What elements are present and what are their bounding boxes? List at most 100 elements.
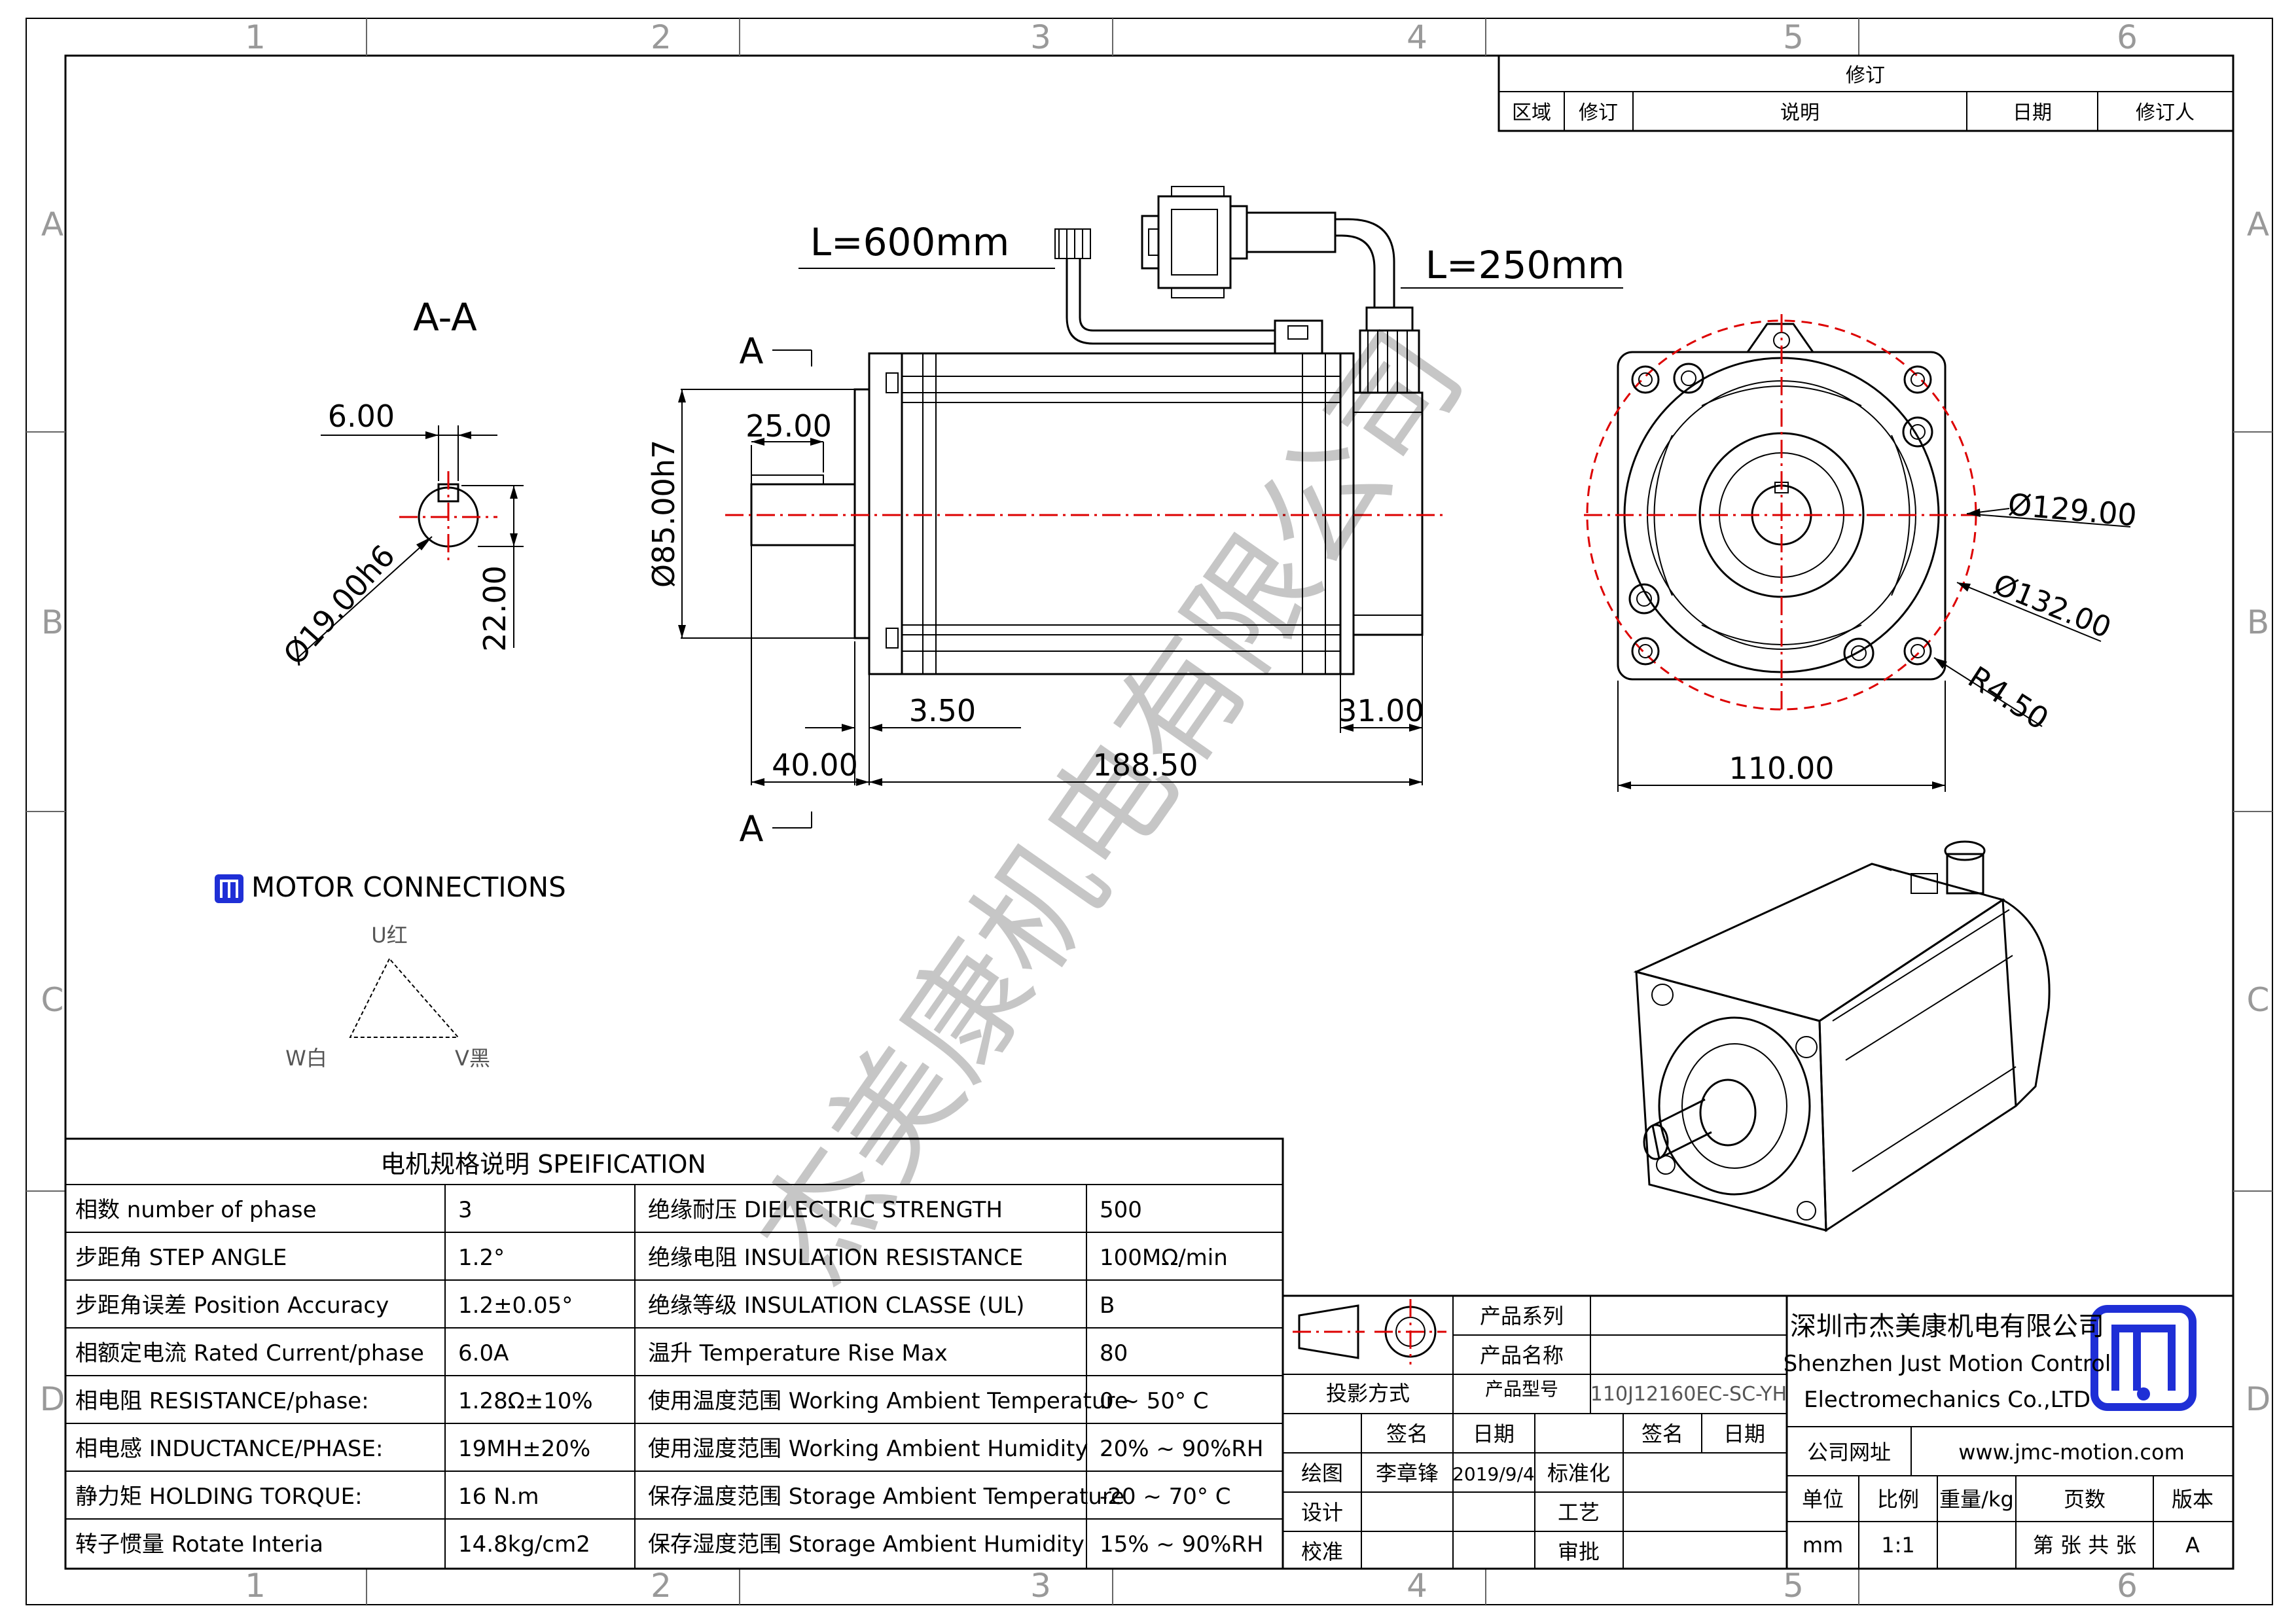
spec-value: 100MΩ/min <box>1100 1245 1228 1271</box>
revision-header: 日期 <box>2013 101 2052 124</box>
phase-w-label: W白 <box>285 1046 327 1071</box>
col-label: 6 <box>2117 1567 2138 1605</box>
spec-label: 保存湿度范围 Storage Ambient Humidity <box>648 1531 1085 1558</box>
grid-labels: 1 2 3 4 5 6 1 2 3 4 5 6 A B C D A B C D <box>40 18 2271 1605</box>
spec-value: 20% ~ 90%RH <box>1100 1436 1263 1462</box>
weight-label: 重量/kg <box>1939 1487 2014 1512</box>
spec-label: 相数 number of phase <box>75 1197 317 1223</box>
version-value: A <box>2185 1533 2200 1558</box>
spec-label: 保存温度范围 Storage Ambient Temperature <box>648 1484 1124 1510</box>
spec-value: 15% ~ 90%RH <box>1100 1531 1263 1558</box>
dim-shaft-len: 40.00 <box>772 747 858 783</box>
phase-u-label: U红 <box>371 923 407 948</box>
col-label: 6 <box>2117 18 2138 56</box>
revision-header: 修订人 <box>2136 101 2195 124</box>
scale-label: 比例 <box>1877 1487 1919 1512</box>
row-label: C <box>2247 981 2270 1019</box>
spec-label: 绝缘电阻 INSULATION RESISTANCE <box>648 1245 1023 1271</box>
dim-bolt-circle: Ø129.00 <box>2007 487 2138 533</box>
company-name-en-1: Shenzhen Just Motion Control <box>1784 1351 2111 1377</box>
website-value: www.jmc-motion.com <box>1958 1440 2185 1465</box>
product-model: 110J12160EC-SC-YH <box>1590 1383 1787 1406</box>
section-marker-top: A <box>740 330 764 372</box>
dim-cable-power: L=600mm <box>810 220 1010 264</box>
spec-value: 0 ~ 50° C <box>1100 1388 1209 1414</box>
design-label: 设计 <box>1301 1500 1343 1525</box>
dim-pilot-len: 3.50 <box>909 693 976 728</box>
spec-label: 使用温度范围 Working Ambient Temperature <box>648 1388 1128 1414</box>
spec-label: 步距角 STEP ANGLE <box>75 1245 287 1271</box>
dim-key-width: 6.00 <box>328 399 395 434</box>
isometric-view <box>1633 840 2051 1232</box>
watermark-text: 杰美康机电有限公司 <box>730 307 1490 1307</box>
phase-v-label: V黑 <box>455 1046 490 1071</box>
sign-header: 签名 <box>1386 1421 1428 1446</box>
row-label: C <box>41 981 64 1019</box>
spec-rows: 相数 number of phase 3 绝缘耐压 DIELECTRIC STR… <box>75 1197 1263 1558</box>
company-name-en-2: Electromechanics Co.,LTD <box>1804 1387 2090 1413</box>
spec-label: 绝缘等级 INSULATION CLASSE (UL) <box>648 1293 1024 1319</box>
spec-value: 19MH±20% <box>458 1436 590 1462</box>
col-label: 2 <box>651 18 672 56</box>
row-label: A <box>2247 205 2269 243</box>
motor-connections: MOTOR CONNECTIONS U红 V黑 W白 <box>215 871 566 1071</box>
front-view: Ø129.00 Ø132.00 R4.50 110.00 <box>1584 314 2138 792</box>
col-label: 4 <box>1407 1567 1427 1605</box>
col-label: 1 <box>245 18 266 56</box>
row-label: D <box>40 1380 65 1418</box>
col-label: 5 <box>1783 18 1804 56</box>
section-view: A-A 6.00 22.00 Ø19.00h6 <box>276 295 524 671</box>
dim-corner-radius: R4.50 <box>1962 659 2055 736</box>
spec-value: 6.0A <box>458 1340 509 1366</box>
col-label: 4 <box>1407 18 1427 56</box>
spec-label: 使用湿度范围 Working Ambient Humidity <box>648 1436 1088 1462</box>
row-label: A <box>41 205 63 243</box>
revision-header: 修订 <box>1579 101 1618 124</box>
title-block <box>1282 1294 2234 1570</box>
scale-value: 1:1 <box>1881 1533 1915 1558</box>
section-marker-bottom: A <box>740 808 764 849</box>
date-header: 日期 <box>1473 1421 1515 1446</box>
dim-body-len: 188.50 <box>1093 747 1198 783</box>
row-label: B <box>2247 603 2269 641</box>
version-label: 版本 <box>2172 1487 2214 1512</box>
product-name-label: 产品名称 <box>1480 1343 1564 1368</box>
spec-label: 相额定电流 Rated Current/phase <box>75 1340 424 1366</box>
spec-label: 步距角误差 Position Accuracy <box>75 1293 389 1319</box>
spec-value: B <box>1100 1293 1115 1319</box>
date-header-2: 日期 <box>1723 1421 1765 1446</box>
draw-label: 绘图 <box>1301 1461 1343 1486</box>
sign-header-2: 签名 <box>1641 1421 1683 1446</box>
spec-label: 温升 Temperature Rise Max <box>648 1340 948 1366</box>
approve-label: 审批 <box>1558 1539 1600 1564</box>
col-label: 3 <box>1030 1567 1051 1605</box>
spec-value: 14.8kg/cm2 <box>458 1531 590 1558</box>
dim-outer-circle: Ø132.00 <box>1988 568 2115 645</box>
dim-pilot-dia: Ø85.00h7 <box>646 440 681 588</box>
check-label: 校准 <box>1301 1539 1343 1564</box>
row-label: D <box>2246 1380 2271 1418</box>
drawer-name: 李章锋 <box>1376 1461 1439 1486</box>
col-label: 5 <box>1783 1567 1804 1605</box>
spec-value: 3 <box>458 1197 473 1223</box>
col-label: 3 <box>1030 18 1051 56</box>
projection-label: 投影方式 <box>1326 1381 1410 1406</box>
title-block-text: 投影方式 产品系列 产品名称 产品型号 110J12160EC-SC-YH 签名… <box>1301 1304 2214 1564</box>
dim-encoder-len: 31.00 <box>1338 693 1424 728</box>
unit-label: 单位 <box>1802 1487 1844 1512</box>
spec-value: 80 <box>1100 1340 1128 1366</box>
spec-value: 1.2° <box>458 1245 505 1271</box>
revision-header: 区域 <box>1512 101 1551 124</box>
revision-header: 说明 <box>1780 101 1820 124</box>
spec-label: 转子惯量 Rotate Interia <box>75 1531 323 1558</box>
revision-table: 修订 区域 修订 说明 日期 修订人 <box>1498 54 2234 132</box>
standardize-label: 标准化 <box>1547 1461 1610 1486</box>
section-title: A-A <box>413 295 477 340</box>
spec-label: 相电感 INDUCTANCE/PHASE: <box>75 1436 383 1462</box>
spec-value: -20 ~ 70° C <box>1100 1484 1230 1510</box>
pages-value: 第 张 共 张 <box>2033 1533 2137 1558</box>
spec-value: 16 N.m <box>458 1484 539 1510</box>
product-model-label: 产品型号 <box>1485 1378 1558 1400</box>
pages-label: 页数 <box>2064 1487 2106 1512</box>
